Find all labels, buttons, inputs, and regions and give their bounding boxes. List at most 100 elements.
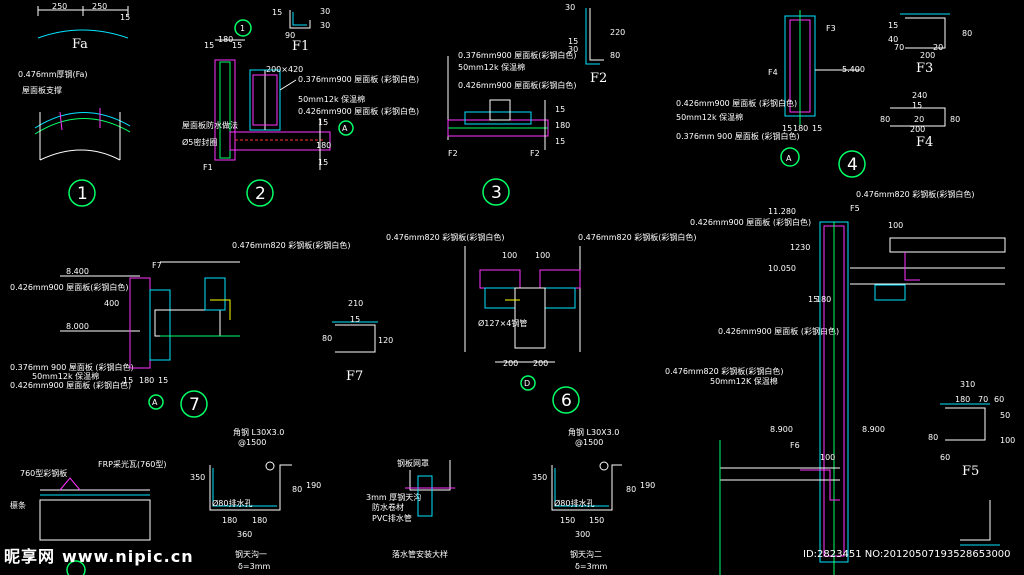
d4-note-2: 50mm12k 保温棉 (676, 112, 743, 122)
f2-dim-4: 15 (568, 37, 578, 46)
d7-section-a: A (152, 398, 158, 407)
f2-label: F2 (590, 71, 607, 86)
f2-dim-5: 30 (568, 45, 578, 54)
gutter1-dim-3: 190 (306, 481, 321, 490)
f3-dim-2: 40 (888, 35, 898, 44)
f7-label: F7 (346, 369, 363, 384)
d2-note-3: 0.426mm900 屋面板 (彩钢白色) (298, 106, 419, 116)
detail-2-marker: 2 (246, 179, 274, 207)
gutter2-dim-5: 150 (589, 516, 604, 525)
d7-note-3: 0.376mm 900 屋面板 (彩钢白色) (10, 362, 134, 372)
gutter-detail-2: 角钢 L30X3.0 @1500 Ø80排水孔 350 80 190 150 1… (532, 427, 655, 571)
d5-tag-f6: F6 (790, 441, 800, 450)
f3-label: F3 (916, 61, 933, 76)
profile-f4: 240 15 80 20 80 200 F4 (880, 91, 960, 150)
gutter2-note-3: Ø80排水孔 (554, 498, 594, 508)
d7-note-4: 50mm12k 保温棉 (32, 371, 99, 381)
d4-elev: 5.400 (842, 65, 865, 74)
fa-dim-1: 250 (52, 2, 67, 11)
f7-dim-3: 120 (378, 336, 393, 345)
d5-note-3: 0.426mm900 屋面板 (彩钢白色) (718, 326, 839, 336)
d2-dim-1: 15 (204, 41, 214, 50)
fa-note-2: 屋面板支撑 (22, 85, 62, 95)
gutter2-dim-1: 350 (532, 473, 547, 482)
gutter1-dim-1: 350 (190, 473, 205, 482)
detail-7-marker: 7 (180, 390, 208, 418)
gutter1-dim-5: 180 (252, 516, 267, 525)
f5-dim-4: 60 (994, 395, 1004, 404)
gutter1-title: 钢天沟一 (235, 549, 267, 559)
d5-elev-4: 8.900 (862, 425, 885, 434)
f5-dim-7: 100 (1000, 436, 1015, 445)
d5-note-1: 0.476mm820 彩钢板(彩钢白色) (856, 189, 975, 199)
d7-dim-3: 15 (158, 376, 168, 385)
f3-dim-3: 200 (920, 51, 935, 60)
detail-number-6: 6 (561, 391, 572, 411)
f7-dim-1: 210 (348, 299, 363, 308)
d4-note-1: 0.426mm900 屋面板 (彩钢白色) (676, 98, 797, 108)
f5-dim-3: 70 (978, 395, 988, 404)
gutter1-dim-2: 80 (292, 485, 302, 494)
d6-dim-1: 100 (502, 251, 517, 260)
f4-dim-3: 80 (880, 115, 890, 124)
gutter2-note-2: @1500 (575, 438, 603, 447)
d2-note-1: 0.376mm900 屋面板 (彩钢白色) (298, 74, 419, 84)
f5-dim-5: 50 (1000, 411, 1010, 420)
d2-dim-4: 200×420 (266, 65, 303, 74)
d2-dim-6: 180 (316, 141, 331, 150)
d5-elev-1: 11.280 (768, 207, 796, 216)
f1-dim-1: 30 (320, 7, 330, 16)
profile-bottom-right (960, 500, 1000, 546)
profile-f2: 30 220 80 15 30 F2 (565, 3, 625, 86)
d6-dim-3: 200 (503, 359, 518, 368)
f7-dim-4: 15 (350, 315, 360, 324)
profile-f3: 15 40 200 70 80 20 F3 (888, 13, 972, 76)
d6-section-d: D (524, 379, 530, 388)
d2-dim-3: 15 (232, 41, 242, 50)
d3-note-2: 50mm12k 保温棉 (458, 62, 525, 72)
f1-dim-3: 15 (272, 8, 282, 17)
detail-1-marker: 1 (68, 179, 96, 207)
f1-dim-2: 30 (320, 21, 330, 30)
watermark-url: www.nipic.cn (61, 547, 194, 566)
d6-note-3: Ø127×4钢管 (478, 318, 527, 328)
f7-dim-2: 80 (322, 334, 332, 343)
f4-label: F4 (916, 135, 933, 150)
d5-note-4: 0.476mm820 彩钢板(彩钢白色) (665, 366, 784, 376)
fa-label: Fa (72, 37, 88, 52)
d3-tag-1: F2 (448, 149, 458, 158)
d6-dim-4: 200 (533, 359, 548, 368)
d5-elev-3: 8.900 (770, 425, 793, 434)
d3-tag-2: F2 (530, 149, 540, 158)
f3-dim-1: 15 (888, 21, 898, 30)
detail-6: 0.476mm820 彩钢板(彩钢白色) 0.476mm820 彩钢板(彩钢白色… (386, 232, 697, 391)
d4-dim-3: 15 (812, 124, 822, 133)
gutter2-title: 钢天沟二 (570, 549, 602, 559)
d5-dim-100b: 100 (820, 453, 835, 462)
watermark-logo: 昵享网 www.nipic.cn (4, 543, 194, 567)
f1-label: F1 (292, 39, 309, 54)
gutter1-dim-6: 360 (237, 530, 252, 539)
d6-dim-2: 100 (535, 251, 550, 260)
f5-dim-1: 310 (960, 380, 975, 389)
gutter2-dim-4: 150 (560, 516, 575, 525)
profile-f5: 310 180 70 60 50 80 100 60 F5 (928, 380, 1015, 479)
detail-3-marker: 3 (482, 178, 510, 206)
f5-dim-2: 180 (955, 395, 970, 404)
d7-elev-2: 8.000 (66, 322, 89, 331)
detail-number-4: 4 (847, 155, 858, 175)
d6-note-2: 0.476mm820 彩钢板(彩钢白色) (578, 232, 697, 242)
gutter1-note-1: 角钢 L30X3.0 (233, 427, 284, 437)
d4-note-3: 0.376mm 900 屋面板 (彩钢白色) (676, 131, 800, 141)
downspout-note-3: 防水卷材 (372, 502, 404, 512)
gutter1-sub: δ=3mm (238, 562, 270, 571)
detail-7: 8.400 8.000 0.476mm820 彩钢板(彩钢白色) 0.426mm… (10, 240, 351, 410)
d5-note-5: 50mm12K 保温棉 (710, 376, 778, 386)
downspout-detail: 钢板网罩 3mm 厚钢天沟 防水卷材 PVC排水管 落水管安装大样 (366, 458, 455, 559)
d5-elev-2: 10.050 (768, 264, 796, 273)
d5-dim-1230: 1230 (790, 243, 810, 252)
detail-2: 1 15 180 15 200×420 0.376mm900 屋面板 (彩钢白色… (182, 19, 419, 172)
d2-section-a: A (342, 124, 348, 133)
gutter-detail-1: 角钢 L30X3.0 @1500 Ø80排水孔 350 80 190 180 1… (190, 427, 321, 571)
